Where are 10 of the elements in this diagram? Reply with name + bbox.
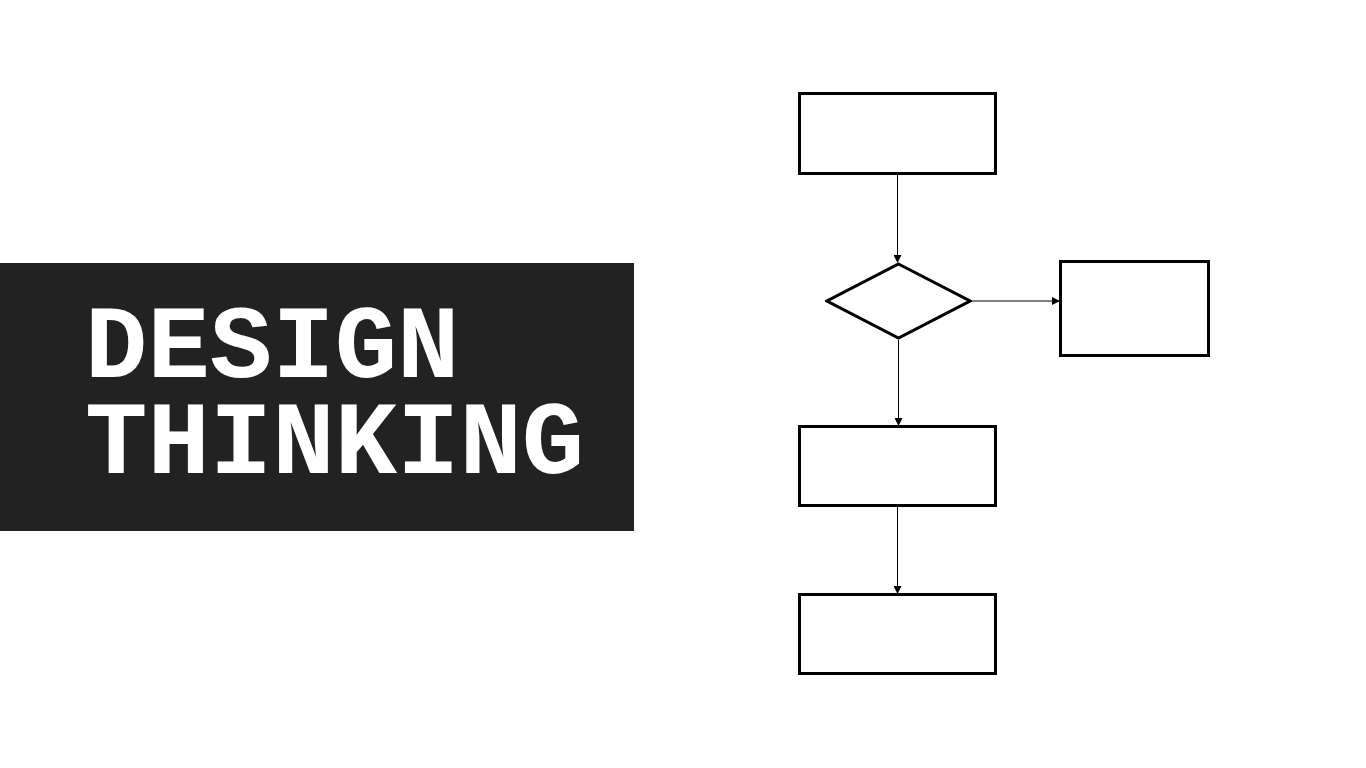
title: DESIGN THINKING	[85, 301, 586, 493]
arrow	[971, 297, 1060, 305]
arrow	[893, 174, 902, 263]
decision-diamond	[825, 262, 972, 340]
process-box	[1059, 260, 1210, 357]
arrow	[894, 339, 903, 426]
arrow	[893, 506, 902, 594]
process-box	[798, 92, 997, 175]
process-box	[798, 593, 997, 675]
process-box	[798, 425, 997, 507]
